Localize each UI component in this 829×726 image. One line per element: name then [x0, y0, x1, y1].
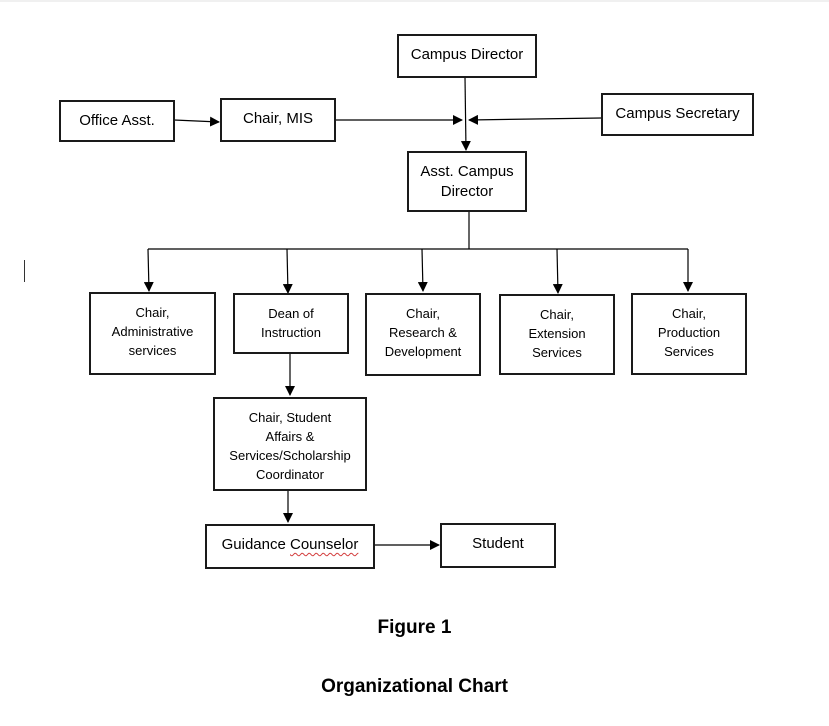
link-secretary-to-center — [468, 114, 602, 125]
link-director-to-asst — [460, 76, 471, 151]
guidance-counselor-prefix: Guidance — [221, 536, 290, 553]
campus-secretary-box: Campus Secretary — [601, 93, 754, 136]
chair-admin-label: Chair, Administrative services — [111, 305, 194, 358]
asst-campus-director-box: Asst. Campus Director — [407, 151, 527, 212]
chair-production-box: Chair, Production Services — [631, 293, 747, 375]
student-box: Student — [440, 523, 556, 568]
chair-extension-box: Chair, Extension Services — [499, 294, 615, 375]
chair-mis-label: Chair, MIS — [242, 110, 314, 127]
chair-production-label: Chair, Production Services — [657, 306, 721, 359]
chair-research-box: Chair, Research & Development — [365, 293, 481, 376]
chair-student-affairs-label: Chair, Student Affairs & Services/Schola… — [229, 410, 351, 482]
dean-instruction-label: Dean of Instruction — [261, 306, 321, 340]
link-bus-to-extension — [552, 248, 563, 294]
campus-secretary-label: Campus Secretary — [615, 105, 740, 122]
chair-student-affairs-box: Chair, Student Affairs & Services/Schola… — [213, 397, 367, 491]
link-bus-to-admin — [143, 248, 154, 292]
office-asst-label: Office Asst. — [79, 112, 155, 129]
page-top-edge — [0, 0, 829, 2]
campus-director-box: Campus Director — [397, 34, 537, 78]
figure-number: Figure 1 — [377, 617, 452, 638]
campus-director-label: Campus Director — [410, 46, 524, 63]
chair-admin-box: Chair, Administrative services — [89, 292, 216, 375]
guidance-counselor-box: Guidance Counselor — [205, 524, 375, 569]
chart-title: Organizational Chart — [321, 676, 508, 697]
office-asst-box: Office Asst. — [59, 100, 175, 142]
asst-campus-director-label: Asst. Campus Director — [420, 163, 514, 201]
text-cursor — [24, 260, 25, 282]
link-bus-to-research — [417, 248, 428, 292]
link-office-to-mis — [173, 116, 220, 127]
chair-extension-label: Chair, Extension Services — [528, 307, 586, 360]
dean-instruction-box: Dean of Instruction — [233, 293, 349, 354]
guidance-counselor-label: Guidance Counselor — [222, 535, 359, 555]
chair-research-label: Chair, Research & Development — [384, 306, 462, 359]
student-label: Student — [472, 535, 524, 552]
link-bus-to-dean — [282, 248, 293, 294]
chair-mis-box: Chair, MIS — [220, 98, 336, 142]
spellcheck-flagged-word: Counselor — [290, 536, 359, 553]
